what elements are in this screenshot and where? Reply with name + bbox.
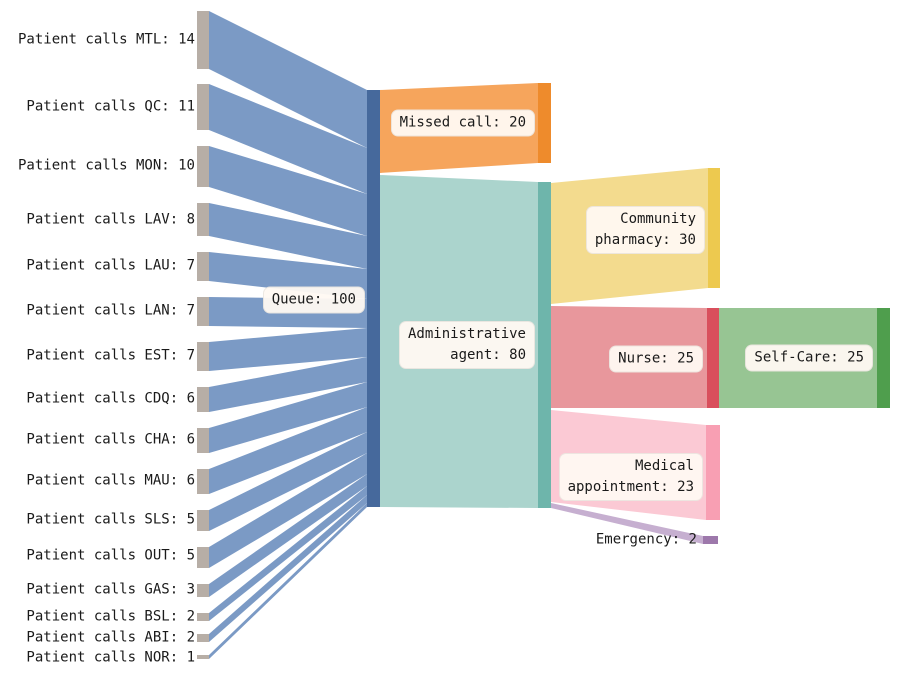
node-out [197, 547, 209, 568]
flow-cha-queue [209, 382, 367, 453]
flow-admin-community-pharmacy [551, 168, 708, 304]
flow-admin-medical-appointment [551, 410, 706, 520]
node-bsl [197, 613, 209, 621]
node-mau [197, 469, 209, 494]
node-nurse [707, 308, 719, 408]
flow-queue-administrative-agent [380, 175, 538, 508]
node-est [197, 342, 209, 371]
flow-sls-queue [209, 432, 367, 531]
node-qc [197, 84, 209, 130]
flow-cdq-queue [209, 357, 367, 412]
flow-abi-queue [209, 495, 367, 642]
flow-nurse-self-care [719, 308, 877, 408]
node-mon [197, 146, 209, 187]
flow-out-queue [209, 453, 367, 568]
flow-queue-missed-call [380, 83, 538, 173]
node-administrative-agent [538, 182, 551, 508]
node-gas [197, 584, 209, 597]
node-queue [367, 90, 380, 507]
node-emergency [703, 536, 718, 544]
flow-lav-queue [209, 203, 367, 269]
flow-bsl-queue [209, 486, 367, 621]
node-lav [197, 203, 209, 236]
flow-nor-queue [209, 503, 367, 659]
node-community-pharmacy [708, 168, 720, 288]
node-mtl [197, 11, 209, 69]
node-missed-call [538, 83, 551, 163]
flow-mtl-queue [209, 11, 367, 148]
node-cha [197, 428, 209, 453]
flow-mau-queue [209, 407, 367, 494]
flow-admin-nurse [551, 306, 707, 408]
node-lan [197, 297, 209, 326]
node-medical-appointment [706, 425, 720, 520]
node-lau [197, 252, 209, 281]
node-sls [197, 510, 209, 531]
flow-mon-queue [209, 146, 367, 236]
flow-qc-queue [209, 84, 367, 194]
node-cdq [197, 387, 209, 412]
node-self-care [877, 308, 890, 408]
node-nor [197, 655, 209, 659]
flow-admin-emergency [551, 503, 703, 544]
flow-lan-queue [209, 297, 367, 328]
flow-gas-queue [209, 474, 367, 597]
flow-est-queue [209, 328, 367, 371]
node-abi [197, 634, 209, 642]
